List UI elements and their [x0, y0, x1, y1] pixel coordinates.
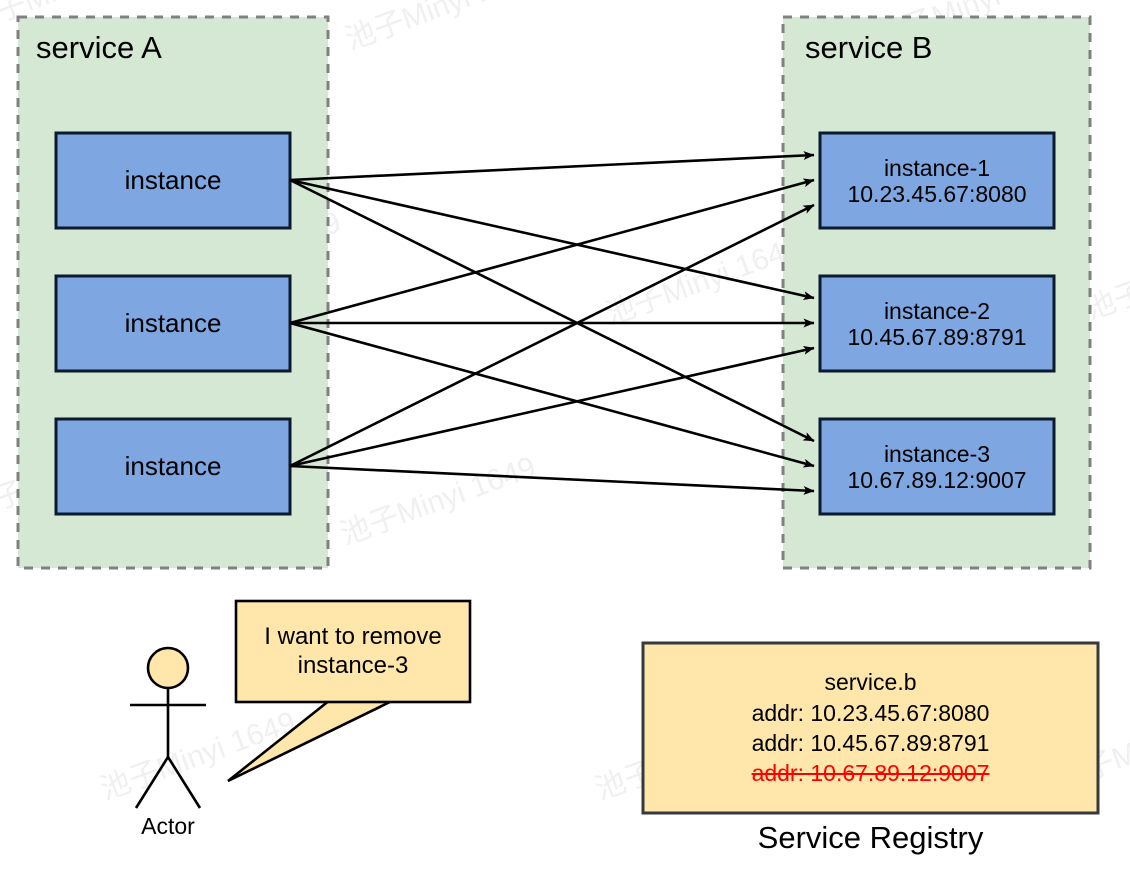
registry-entry-3: addr: 10.67.89.12:9007 — [751, 760, 990, 787]
speech-line-2: instance-3 — [297, 651, 409, 679]
service-registry-box[interactable] — [641, 641, 1100, 815]
left-instance-3-label: instance — [56, 419, 290, 514]
service-registry-caption: Service Registry — [757, 820, 984, 855]
right-instance-2-addr: 10.45.67.89:8791 — [847, 323, 1027, 350]
right-instance-2-name: instance-2 — [883, 297, 991, 324]
registry-entry-2: addr: 10.45.67.89:8791 — [751, 730, 990, 756]
right-instance-box-3[interactable] — [818, 417, 1056, 516]
left-instance-3-name: instance — [124, 450, 222, 481]
arrow-l1-r2 — [289, 178, 815, 301]
actor-head-icon — [146, 646, 190, 690]
registry-entry-1: addr: 10.23.45.67:8080 — [751, 699, 990, 726]
actor-caption: Actor — [141, 813, 195, 839]
service-b-title: service B — [805, 30, 933, 65]
actor-leg-right — [166, 756, 202, 809]
left-instance-1-label: instance — [56, 133, 290, 228]
service-a-title: service A — [36, 30, 162, 65]
arrow-l1-r3 — [289, 178, 815, 443]
arrow-l3-r2 — [289, 345, 815, 468]
right-instance-box-1[interactable] — [818, 131, 1056, 230]
left-instance-2-label: instance — [56, 276, 290, 371]
right-instance-3-label: instance-3 10.67.89.12:9007 — [820, 419, 1054, 514]
speech-bubble-tail — [227, 698, 393, 783]
right-instance-box-2[interactable] — [818, 274, 1056, 373]
right-instance-1-addr: 10.23.45.67:8080 — [847, 180, 1027, 207]
left-instance-2-name: instance — [124, 307, 222, 338]
left-instance-box-2[interactable] — [54, 274, 292, 373]
arrow-l2-r3 — [289, 321, 815, 468]
connector-arrows — [289, 151, 815, 495]
speech-bubble-body — [234, 599, 472, 704]
registry-service-name: service.b — [824, 669, 917, 696]
left-instance-1-name: instance — [124, 164, 222, 195]
right-instance-1-label: instance-1 10.23.45.67:8080 — [820, 133, 1054, 228]
speech-bubble[interactable] — [227, 599, 472, 783]
service-registry-contents: service.b addr: 10.23.45.67:8080 addr: 1… — [645, 645, 1096, 811]
right-instance-3-addr: 10.67.89.12:9007 — [847, 466, 1027, 493]
arrow-l2-r1 — [289, 178, 815, 325]
right-instance-3-name: instance-3 — [883, 440, 991, 467]
arrow-l3-r3 — [289, 464, 815, 495]
speech-bubble-text: I want to remove instance-3 — [238, 603, 468, 700]
right-instance-2-label: instance-2 10.45.67.89:8791 — [820, 276, 1054, 371]
arrow-l3-r1 — [289, 203, 815, 468]
actor-figure[interactable] — [130, 646, 206, 809]
arrow-l1-r1 — [289, 151, 815, 182]
right-instance-1-name: instance-1 — [883, 154, 991, 181]
actor-leg-left — [134, 756, 170, 809]
speech-line-1: I want to remove — [264, 622, 442, 650]
